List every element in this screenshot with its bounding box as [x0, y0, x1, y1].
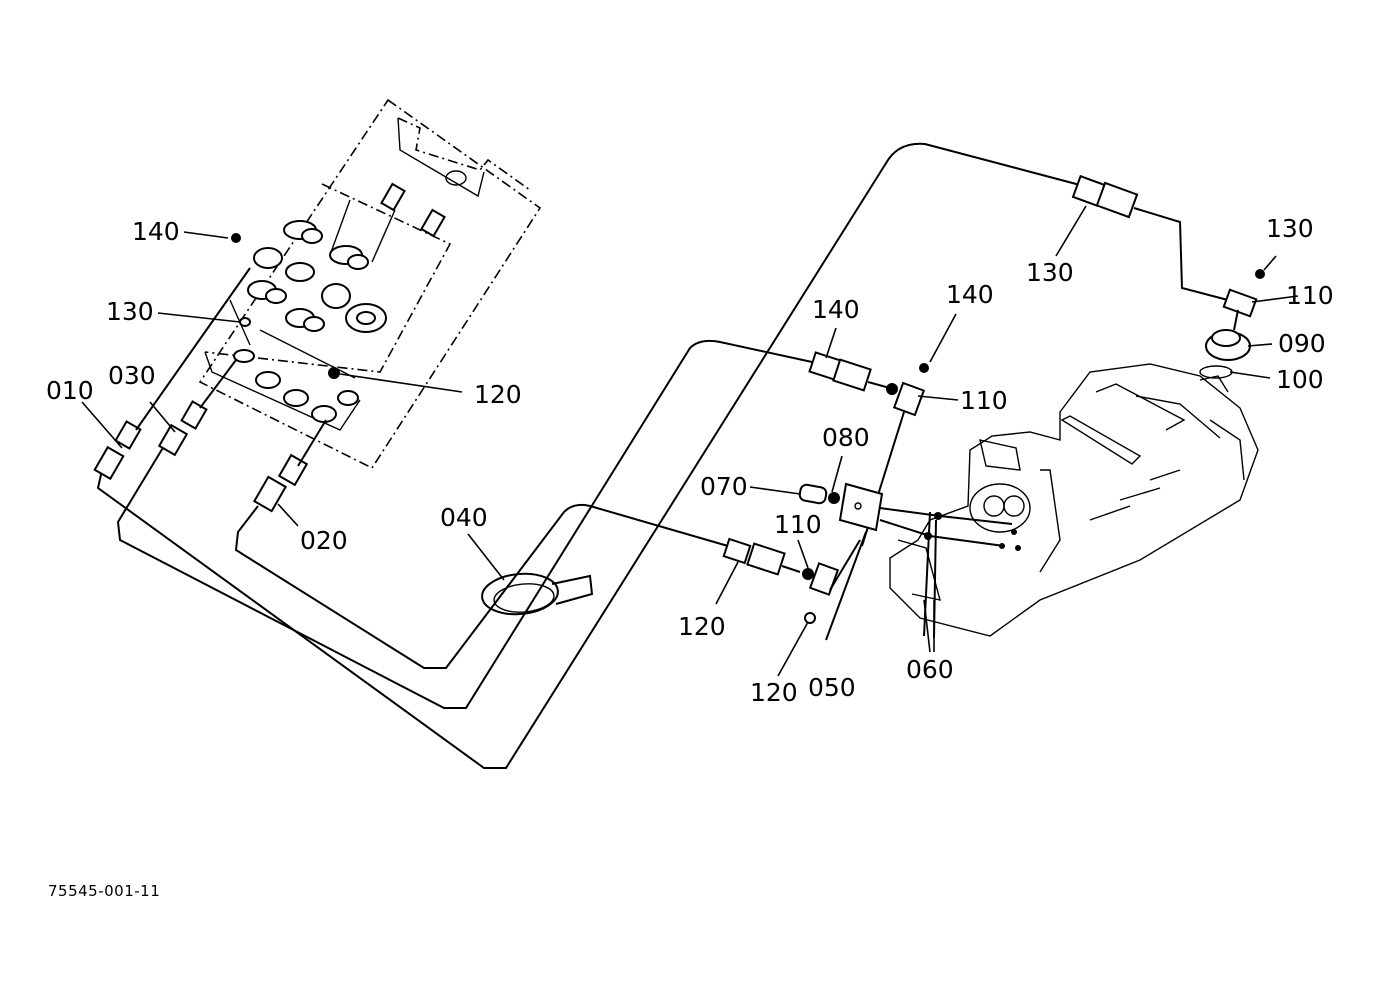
manifold-080	[798, 482, 884, 532]
callout-110: 110	[960, 386, 1008, 415]
hose-140-mid	[808, 351, 898, 395]
callout-120: 120	[474, 380, 522, 409]
callout-leaders	[81, 205, 1299, 677]
callout-110: 110	[774, 510, 822, 539]
hose-020	[234, 419, 729, 669]
hose-130-upper	[1071, 174, 1229, 301]
callout-010: 010	[46, 376, 94, 405]
adapter-090	[1205, 329, 1251, 361]
callout-labels: 140 130 010 030 120 020 040 130 130 110 …	[46, 214, 1334, 707]
control-valve-assembly	[198, 98, 542, 470]
callout-100: 100	[1276, 365, 1324, 394]
callout-090: 090	[1278, 329, 1326, 358]
elbow-110-upper	[1222, 269, 1265, 331]
callout-130: 130	[1266, 214, 1314, 243]
callout-130: 130	[106, 297, 154, 326]
pipe-050	[825, 531, 867, 641]
callout-110: 110	[1286, 281, 1334, 310]
callout-120: 120	[678, 612, 726, 641]
hose-120-lower	[722, 537, 814, 580]
callout-130: 130	[1026, 258, 1074, 287]
pipes-060	[879, 507, 1013, 639]
drawing-number: 75545-001-11	[48, 882, 161, 900]
callout-030: 030	[108, 361, 156, 390]
callout-140: 140	[132, 217, 180, 246]
hose-010	[93, 142, 1081, 769]
callout-050: 050	[808, 673, 856, 702]
callout-020: 020	[300, 526, 348, 555]
callout-140: 140	[946, 280, 994, 309]
tee-110-lower	[804, 539, 861, 624]
callout-040: 040	[440, 503, 488, 532]
callout-070: 070	[700, 472, 748, 501]
valve-fittings	[233, 220, 387, 423]
hose-030	[116, 339, 813, 709]
callout-120: 120	[750, 678, 798, 707]
pump-assembly	[889, 363, 1259, 637]
callout-140: 140	[812, 295, 860, 324]
callout-080: 080	[822, 423, 870, 452]
callout-060: 060	[906, 655, 954, 684]
hose-band-040	[481, 572, 594, 616]
